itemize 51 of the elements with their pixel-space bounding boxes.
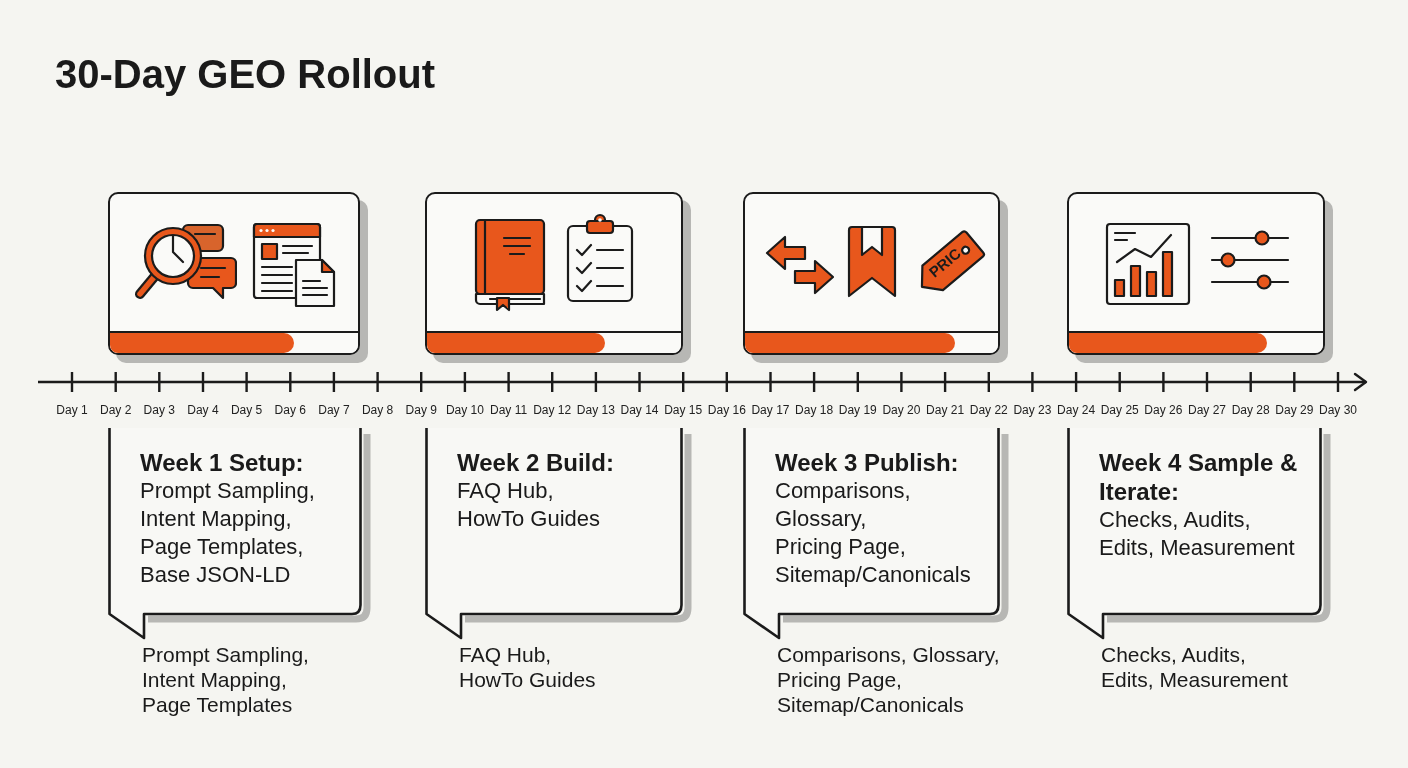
day-label: Day 11 [490,403,528,417]
day-label: Day 24 [1057,403,1096,417]
day-label: Day 10 [445,403,484,417]
card-panel [425,192,691,363]
day-label: Day 8 [361,403,394,417]
speech-bubble [1067,428,1332,641]
speech-bubble [425,428,693,641]
bubble-heading: Week 4 Sample & Iterate: [1099,448,1299,506]
day-label: Day 13 [576,403,615,417]
day-label: Day 29 [1275,403,1314,417]
day-label: Day 18 [795,403,834,417]
day-label: Day 12 [533,403,572,417]
card-panel [108,192,368,363]
day-label: Day 15 [664,403,703,417]
day-label: Day 22 [969,403,1008,417]
day-label: Day 16 [707,403,746,417]
bubble-text: Prompt Sampling, Intent Mapping, Page Templates, Base JSON-LD [140,477,316,589]
day-label: Day 27 [1188,403,1227,417]
day-label: Day 20 [882,403,921,417]
day-label: Day 25 [1100,403,1139,417]
bubble-text: Comparisons, Glossary, Pricing Page, Sitemap/Canonicals [775,477,972,589]
day-label: Day 19 [838,403,877,417]
bubble-heading: Week 2 Build: [457,448,615,477]
speech-bubble [108,428,372,641]
day-label: Day 7 [318,403,350,417]
day-label: Day 14 [620,403,659,417]
day-label: Day 6 [274,403,306,417]
day-label: Day 2 [99,403,132,417]
day-label: Day 5 [230,403,263,417]
bubble-heading: Week 1 Setup: [140,448,305,477]
card-panel [743,192,1008,363]
day-label: Day 4 [187,403,219,417]
note-text: Comparisons, Glossary, Pricing Page, Sitemap/Canonicals [777,642,1001,717]
note-text: Checks, Audits, Edits, Measurement [1101,642,1289,692]
note-text: Prompt Sampling, Intent Mapping, Page Templates [142,642,310,717]
note-text: FAQ Hub, HowTo Guides [459,642,597,692]
bubble-text: FAQ Hub, HowTo Guides [457,477,602,533]
day-label: Day 26 [1144,403,1183,417]
day-label: Day 28 [1231,403,1270,417]
day-label: Day 30 [1319,403,1357,417]
day-label: Day 3 [143,403,175,417]
day-label: Day 17 [751,403,790,417]
day-label: Day 1 [56,403,88,417]
bubble-heading: Week 3 Publish: [775,448,960,477]
speech-bubble [743,428,1010,641]
card-panel [1067,192,1333,363]
day-label: Day 21 [926,403,965,417]
page-title: 30-Day GEO Rollout [55,51,436,98]
day-label: Day 9 [405,403,437,417]
bubble-text: Checks, Audits, Edits, Measurement [1099,506,1296,562]
day-label: Day 23 [1013,403,1052,417]
